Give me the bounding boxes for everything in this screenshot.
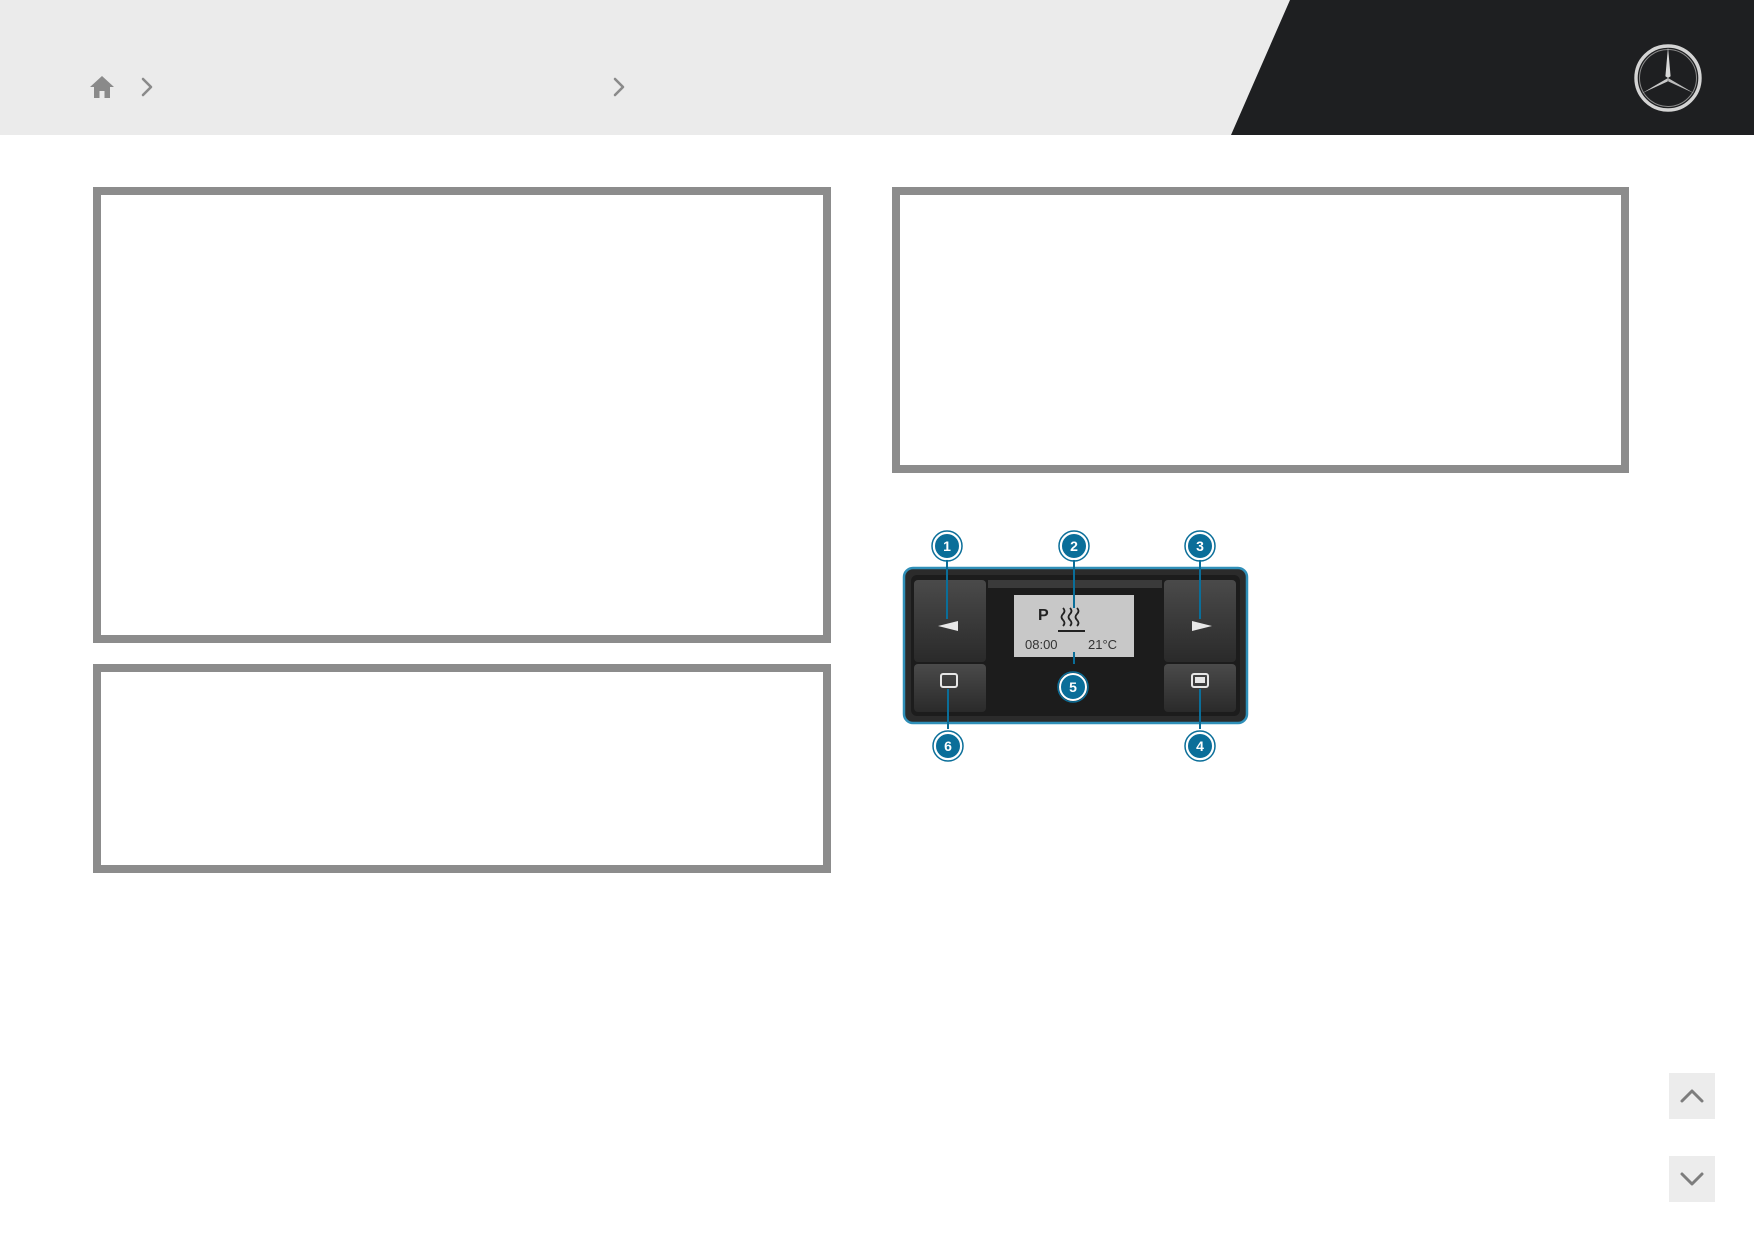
content-panel-left-bottom [93, 664, 831, 873]
heating-icon [1058, 607, 1085, 632]
callout-6: 6 [932, 730, 964, 762]
callout-1: 1 [931, 530, 963, 562]
svg-text:3: 3 [1196, 538, 1204, 554]
content-panel-right-top [892, 187, 1629, 473]
callout-2: 2 [1058, 530, 1090, 562]
arrow-right-icon [1192, 621, 1212, 631]
callout-4: 4 [1184, 730, 1216, 762]
arrow-left-icon [938, 621, 958, 631]
svg-text:6: 6 [944, 738, 952, 754]
scroll-down-button[interactable] [1669, 1156, 1715, 1202]
heater-control-figure: P 08:00 21°C 1 2 3 4 5 [902, 530, 1249, 762]
svg-text:2: 2 [1070, 538, 1078, 554]
left-arrow-button [914, 580, 986, 662]
right-arrow-button [1164, 580, 1236, 662]
chevron-right-icon [613, 77, 625, 97]
callout-3: 3 [1184, 530, 1216, 562]
chevron-down-icon [1680, 1172, 1704, 1186]
svg-text:4: 4 [1196, 738, 1204, 754]
callout-5: 5 [1057, 671, 1089, 703]
chevron-right-icon [141, 77, 153, 97]
scroll-up-button[interactable] [1669, 1073, 1715, 1119]
lcd-mode: P [1038, 607, 1049, 624]
lcd-temperature: 21°C [1088, 637, 1117, 652]
content-panel-left-top [93, 187, 831, 643]
home-icon[interactable] [88, 74, 116, 100]
menu-button-icon [1191, 673, 1209, 688]
power-button-icon [940, 673, 958, 688]
svg-text:5: 5 [1069, 679, 1077, 695]
lcd-time: 08:00 [1025, 637, 1058, 652]
chevron-up-icon [1680, 1089, 1704, 1103]
svg-text:1: 1 [943, 538, 951, 554]
mercedes-benz-star-logo [1634, 44, 1702, 112]
